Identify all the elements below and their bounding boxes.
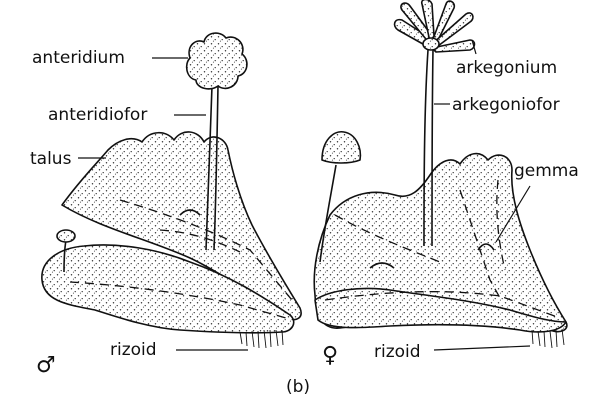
label-rizoid-left: rizoid — [110, 340, 157, 360]
label-arkegonium: arkegonium — [456, 58, 557, 78]
archegonium-head — [393, 0, 476, 53]
female-plant — [313, 0, 568, 349]
male-symbol: ♂ — [36, 353, 56, 378]
young-archegoniophore-stalk — [319, 164, 337, 263]
label-anteridium: anteridium — [32, 48, 125, 68]
antheridium-head — [185, 32, 248, 90]
label-arkegoniofor: arkegoniofor — [452, 95, 560, 115]
small-antheridiophore-head — [56, 229, 76, 243]
label-gemma: gemma — [514, 161, 579, 181]
male-midrib — [69, 281, 287, 319]
female-gemma-cup-1 — [369, 262, 395, 269]
female-rhizoids — [531, 328, 565, 349]
young-archegoniophore-head — [321, 131, 362, 164]
label-anteridiofor: anteridiofor — [48, 105, 147, 125]
male-gemma-cup — [179, 209, 201, 216]
antheridiophore-stalk — [205, 85, 213, 251]
label-talus: talus — [30, 149, 72, 169]
archegoniophore-stalk — [423, 49, 429, 247]
label-rizoid-right: rizoid — [374, 342, 421, 362]
male-thallus-front — [41, 244, 295, 334]
female-midrib — [324, 291, 561, 319]
female-gemma-cup-2 — [477, 243, 495, 251]
male-rhizoids — [239, 329, 284, 349]
male-plant — [41, 32, 302, 349]
figure-caption: (b) — [286, 377, 310, 397]
female-symbol: ♀ — [322, 343, 338, 368]
small-antheridiophore-stalk — [63, 239, 67, 273]
